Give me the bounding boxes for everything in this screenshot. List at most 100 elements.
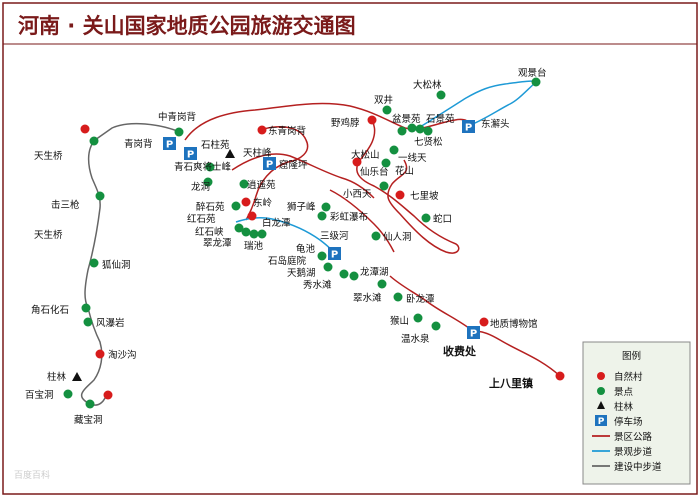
label-green-dragon-pool: 翠龙潭: [203, 237, 232, 249]
label-east-qing-gang: 东青岗背: [268, 125, 306, 137]
label-red-stone-gorge: 红石峡: [195, 226, 224, 238]
label-immortal-terrace: 仙乐台: [360, 166, 389, 178]
place-labels: 观景台 大松林 东澥头 双井 盆景苑 石景苑 野鸡脖 东青岗背 七贤松 一线天 …: [25, 67, 547, 426]
scenic-dot: [241, 227, 251, 237]
village-dot: [479, 317, 489, 327]
parking-markers: P P P P P P: [163, 120, 480, 340]
scenic-dot: [83, 317, 93, 327]
scenic-dot: [321, 202, 331, 212]
label-cangbao-cave: 藏宝洞: [74, 414, 103, 426]
scenic-dot: [389, 145, 399, 155]
scenic-dot: [415, 124, 425, 134]
scenic-dot: [397, 126, 407, 136]
legend-item-road: 景区公路: [614, 431, 653, 443]
scenic-dot: [231, 201, 241, 211]
scenic-dot: [89, 136, 99, 146]
village-dot: [555, 371, 565, 381]
label-flower-mountain: 花山: [395, 165, 414, 177]
legend-parking-letter: P: [598, 417, 605, 427]
watermark: 百度百科: [14, 469, 50, 481]
label-monkey-mountain: 猴山: [390, 315, 409, 327]
label-bonsai-garden: 盆景苑: [392, 113, 421, 125]
scenic-dot: [423, 126, 433, 136]
parking-icon: P: [465, 123, 472, 134]
road-mid-loop: [231, 153, 375, 199]
village-dot: [352, 157, 362, 167]
legend-title: 图例: [622, 350, 641, 362]
scenic-dot: [205, 162, 215, 172]
label-stone-bonsai: 石景苑: [426, 113, 455, 125]
label-stone-pillar-garden: 石柱苑: [201, 139, 230, 151]
scenic-dot: [63, 389, 73, 399]
scenic-dot: [413, 313, 423, 323]
label-warm-spring: 温水泉: [401, 333, 430, 345]
scenic-dot: [531, 77, 541, 87]
village-dots: [80, 115, 565, 400]
label-double-well: 双井: [374, 94, 393, 106]
scenic-dot: [317, 211, 327, 221]
scenic-dot: [203, 177, 213, 187]
scenic-dot: [371, 231, 381, 241]
parking-icon: P: [470, 329, 477, 340]
label-one-line-sky: 一线天: [398, 152, 427, 164]
label-qingshi-general: 青石爽将士峰: [174, 161, 232, 173]
map-title: 河南 · 关山国家地质公园旅游交通图: [18, 14, 356, 38]
label-jisanqiang: 击三枪: [51, 199, 80, 211]
parking-cuilong: P: [263, 157, 276, 171]
label-stone-island-garden: 石岛庭院: [268, 255, 307, 267]
village-dot: [395, 190, 405, 200]
scenic-dot: [317, 251, 327, 261]
parking-turtle: P: [328, 247, 341, 261]
village-dot: [257, 125, 267, 135]
label-rainbow-waterfall: 彩虹瀑布: [330, 211, 368, 223]
label-geology-museum: 地质博物馆: [490, 318, 538, 330]
parking-east-yu: P: [462, 120, 475, 134]
scenic-dot: [85, 399, 95, 409]
parking-icon: P: [166, 140, 173, 151]
pillar-icon: [225, 149, 235, 158]
label-shang-ba-li: 上八里镇: [489, 376, 533, 390]
legend: 图例 自然村 景点 柱林 P 停车场 景区公路 景观步道 建设中步道: [582, 341, 691, 485]
village-dot: [247, 211, 257, 221]
label-tianshengqiao-1: 天生桥: [34, 150, 63, 162]
scenic-dot: [234, 223, 244, 233]
trail-east-yu: [467, 81, 537, 127]
legend-parking-icon: [595, 415, 607, 426]
label-white-dragon-pool: 白龙潭: [262, 217, 291, 229]
parking-ticket: P: [467, 326, 480, 340]
parking-icon: P: [187, 150, 194, 161]
parking-icon: P: [331, 250, 338, 261]
road-lower: [329, 189, 395, 253]
village-dot: [80, 124, 90, 134]
label-tianshengqiao-2: 天生桥: [34, 229, 63, 241]
label-xiaoyao-garden: 逍遥苑: [247, 179, 276, 191]
scenic-dot: [323, 262, 333, 272]
label-big-pine-mountain: 大松山: [351, 149, 380, 161]
scenic-dot: [377, 279, 387, 289]
scenic-dot: [249, 229, 259, 239]
label-taosha-ditch: 淘沙沟: [108, 349, 137, 361]
label-auspicious-pool: 瑞池: [244, 240, 264, 252]
scenic-dot: [393, 292, 403, 302]
label-sky-pillar-peak: 天柱峰: [243, 147, 272, 159]
label-immortal-cave: 仙人洞: [383, 231, 412, 243]
village-dot: [241, 197, 251, 207]
legend-item-trail: 景观步道: [614, 446, 653, 458]
label-qing-gang: 青岗背: [124, 138, 153, 150]
parking-qingshi: P: [184, 147, 197, 161]
village-dot: [367, 115, 377, 125]
label-wild-chicken: 野鸡脖: [331, 117, 360, 129]
road-inner-loop: [245, 126, 309, 221]
construction-trail: [80, 122, 181, 406]
label-ticket-office: 收费处: [443, 344, 477, 358]
road-east-wind: [356, 119, 460, 254]
label-snake-mouth: 蛇口: [433, 213, 452, 225]
legend-item-scenic: 景点: [614, 387, 634, 398]
village-dot: [103, 390, 113, 400]
legend-box: [582, 341, 691, 485]
road-upper-loop: [184, 102, 470, 141]
scenic-dot: [407, 123, 417, 133]
village-dot: [95, 349, 105, 359]
legend-item-pillar: 柱林: [614, 401, 634, 413]
